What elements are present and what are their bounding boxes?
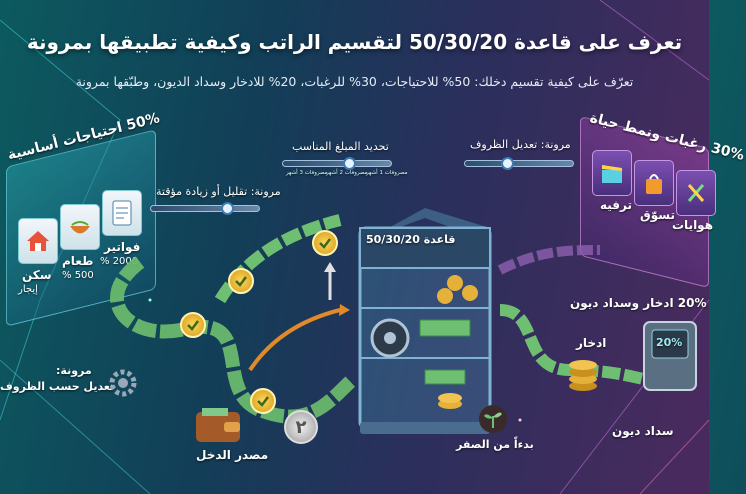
wants-card-shopping xyxy=(634,160,674,206)
amount-slider-knob[interactable] xyxy=(343,157,356,170)
needs-housing-value: إيجار xyxy=(18,284,38,295)
clapperboard-icon xyxy=(602,165,622,183)
bill-document-icon xyxy=(112,200,132,226)
start-from-zero-label: بدءاً من الصفر xyxy=(456,438,534,451)
wallet-icon xyxy=(196,408,240,442)
adjust-circumstances-label: مرونة: تعديل الظروف xyxy=(470,138,571,151)
wants-card-hobbies xyxy=(676,170,716,216)
circumstances-slider-knob[interactable] xyxy=(501,157,514,170)
needs-card-food xyxy=(60,204,100,250)
check-icon xyxy=(312,230,338,256)
check-icon xyxy=(250,388,276,414)
income-source-label: مصدر الدخل xyxy=(196,448,269,462)
wants-card-entertainment xyxy=(592,150,632,196)
wants-hobbies-label: هوايات xyxy=(672,218,714,232)
check-icon xyxy=(180,312,206,338)
sprout-icon xyxy=(479,405,507,433)
circumstances-slider[interactable] xyxy=(464,157,574,170)
needs-bills-value: 2000 % xyxy=(100,256,139,267)
slider-mark-2: مصروفات 2 أشهر xyxy=(326,170,368,176)
wants-shopping-label: تسوّق xyxy=(640,208,675,222)
determine-amount-label: تحديد المبلغ المناسب xyxy=(292,140,389,153)
flex-left-subtitle: تعديل حسب الظروف xyxy=(0,380,115,393)
needs-card-housing xyxy=(18,218,58,264)
needs-housing-label: سكن xyxy=(22,268,52,282)
slider-mark-3: مصروفات 3 أشهر xyxy=(286,170,328,176)
slider-mark-1: مصروفات 1 أشهر xyxy=(366,170,408,176)
savings-heading: 20% ادخار وسداد ديون xyxy=(570,296,707,310)
needs-bills-label: فواتير xyxy=(104,240,141,254)
payment-terminal-icon xyxy=(643,321,697,391)
house-icon xyxy=(27,231,49,251)
page-title: تعرف على قاعدة 50/30/20 لتقسيم الراتب وك… xyxy=(26,30,683,54)
wants-entertainment-label: ترفيه xyxy=(600,198,633,212)
debt-label: سداد ديون xyxy=(612,424,674,438)
check-icon xyxy=(228,268,254,294)
shopping-bag-icon xyxy=(646,174,662,194)
food-bowl-icon xyxy=(70,221,90,234)
reduce-increase-slider[interactable] xyxy=(150,202,260,215)
needs-card-bills xyxy=(102,190,142,236)
terminal-screen-text: 20% xyxy=(656,336,683,349)
needs-food-value: 500 % xyxy=(62,270,94,281)
coin-icon: ٢ xyxy=(284,410,318,444)
coin-stack-icon xyxy=(569,360,597,391)
machine-label: قاعدة 50/30/20 xyxy=(366,233,456,246)
needs-food-label: طعام xyxy=(62,254,94,268)
reduce-increase-slider-knob[interactable] xyxy=(221,202,234,215)
flex-left-title: مرونة: xyxy=(56,364,92,377)
machine-body xyxy=(358,208,492,434)
amount-slider[interactable] xyxy=(282,157,392,170)
gear-icon xyxy=(109,369,137,397)
coin-value: ٢ xyxy=(295,416,307,438)
reduce-increase-label: مرونة: تقليل أو زيادة مؤقتة xyxy=(156,185,281,198)
page-subtitle: تعرّف على كيفية تقسيم دخلك: 50% للاحتياج… xyxy=(75,74,634,89)
rule-machine xyxy=(350,208,500,438)
savings-label: ادخار xyxy=(576,336,607,350)
tools-icon xyxy=(687,184,705,202)
